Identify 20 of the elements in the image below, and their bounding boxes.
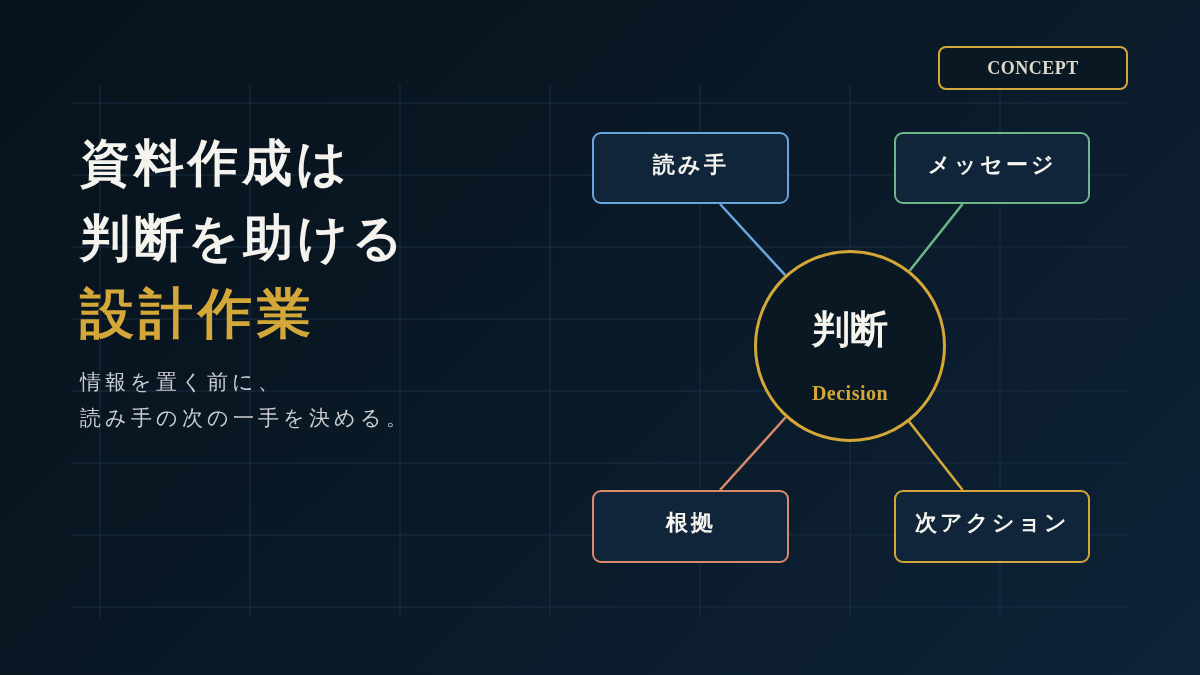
topic-box — [894, 132, 1090, 204]
circle-subtitle: Decision — [811, 381, 889, 405]
topic-label: 根拠 — [665, 509, 716, 537]
topic-label: 次アクション — [914, 509, 1070, 537]
subtitle-line: 読み手の次の一手を決める。 — [80, 405, 411, 432]
heading-accent: 設計作業 — [80, 281, 316, 347]
tag-frame — [938, 46, 1128, 90]
heading: 資料作成は判断を助ける — [80, 133, 408, 269]
connector-line — [719, 416, 787, 491]
topic-box — [592, 132, 789, 204]
circle-title: 判断 — [812, 306, 888, 353]
topic-box — [592, 490, 789, 563]
topic-label: メッセージ — [927, 151, 1057, 179]
subtitle-line: 情報を置く前に、 — [80, 369, 283, 396]
tag-label: CONCEPT — [987, 57, 1079, 80]
connector-line — [908, 203, 964, 272]
topic-box — [894, 490, 1090, 563]
topic-label: 読み手 — [652, 151, 729, 179]
connector-line — [908, 420, 964, 491]
connector-line — [719, 203, 787, 277]
